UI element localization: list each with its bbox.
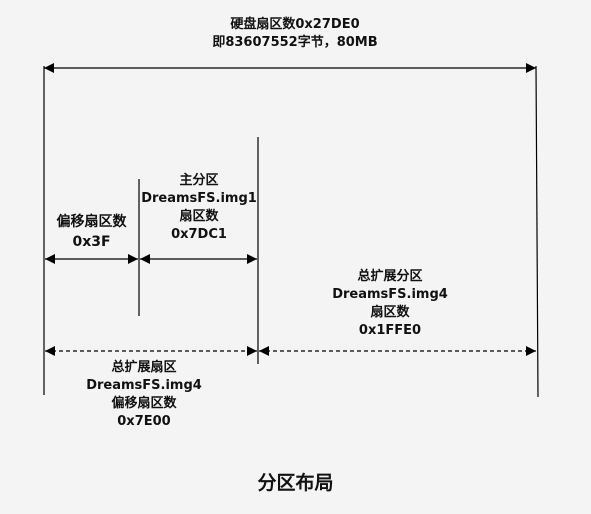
extended-offset-title: 总扩展扇区 <box>111 360 177 375</box>
diagram-caption: 分区布局 <box>257 472 334 494</box>
extended-partition-label: 总扩展分区 DreamsFS.img4 扇区数 0x1FFE0 <box>320 268 460 340</box>
extended-offset-caption: 偏移扇区数 <box>111 396 177 411</box>
extended-offset-value: 0x7E00 <box>117 414 171 429</box>
primary-image-name: DreamsFS.img1 <box>141 191 257 206</box>
disk-sector-count: 硬盘扇区数0x27DE0 <box>230 17 360 32</box>
extended-partition-title: 总扩展分区 <box>357 269 423 284</box>
disk-size-label: 硬盘扇区数0x27DE0 即83607552字节，80MB <box>195 16 395 52</box>
extended-partition-sector-count: 0x1FFE0 <box>358 323 422 338</box>
offset-label: 偏移扇区数 0x3F <box>45 212 138 252</box>
extended-offset-label: 总扩展扇区 DreamsFS.img4 偏移扇区数 0x7E00 <box>74 359 214 431</box>
primary-title: 主分区 <box>179 173 219 188</box>
offset-value: 0x3F <box>72 234 111 250</box>
primary-partition-label: 主分区 DreamsFS.img1 扇区数 0x7DC1 <box>139 172 259 244</box>
primary-sector-caption: 扇区数 <box>179 209 219 224</box>
extended-partition-sector-caption: 扇区数 <box>370 305 410 320</box>
extended-partition-image-name: DreamsFS.img4 <box>332 287 448 302</box>
offset-title: 偏移扇区数 <box>56 214 127 230</box>
primary-sector-count: 0x7DC1 <box>171 227 227 242</box>
disk-byte-size: 即83607552字节，80MB <box>212 35 378 50</box>
disk-end-boundary <box>535 65 539 398</box>
extended-offset-image-name: DreamsFS.img4 <box>86 378 202 393</box>
